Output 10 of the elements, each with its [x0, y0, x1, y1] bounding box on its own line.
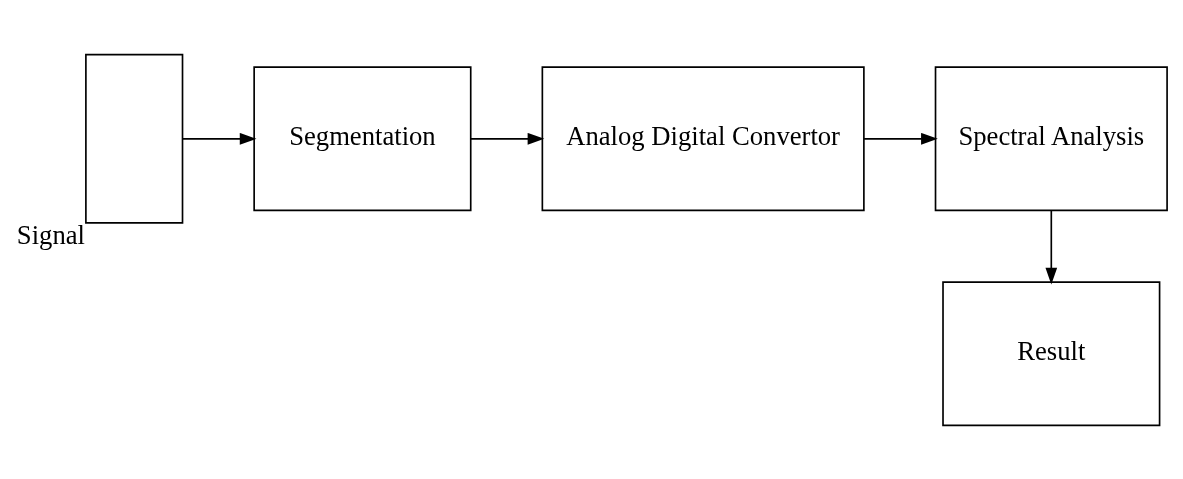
arrow — [1045, 209, 1058, 284]
arrow — [863, 132, 938, 145]
node-box: Analog Digital Convertor — [541, 65, 865, 211]
node-box: Segmentation — [253, 65, 472, 211]
arrow — [182, 132, 257, 145]
node-box: Spectral Analysis — [934, 65, 1168, 211]
arrow — [470, 132, 545, 145]
node-box: Result — [942, 280, 1161, 426]
node-box — [85, 53, 184, 224]
node-label: Signal — [16, 219, 85, 250]
